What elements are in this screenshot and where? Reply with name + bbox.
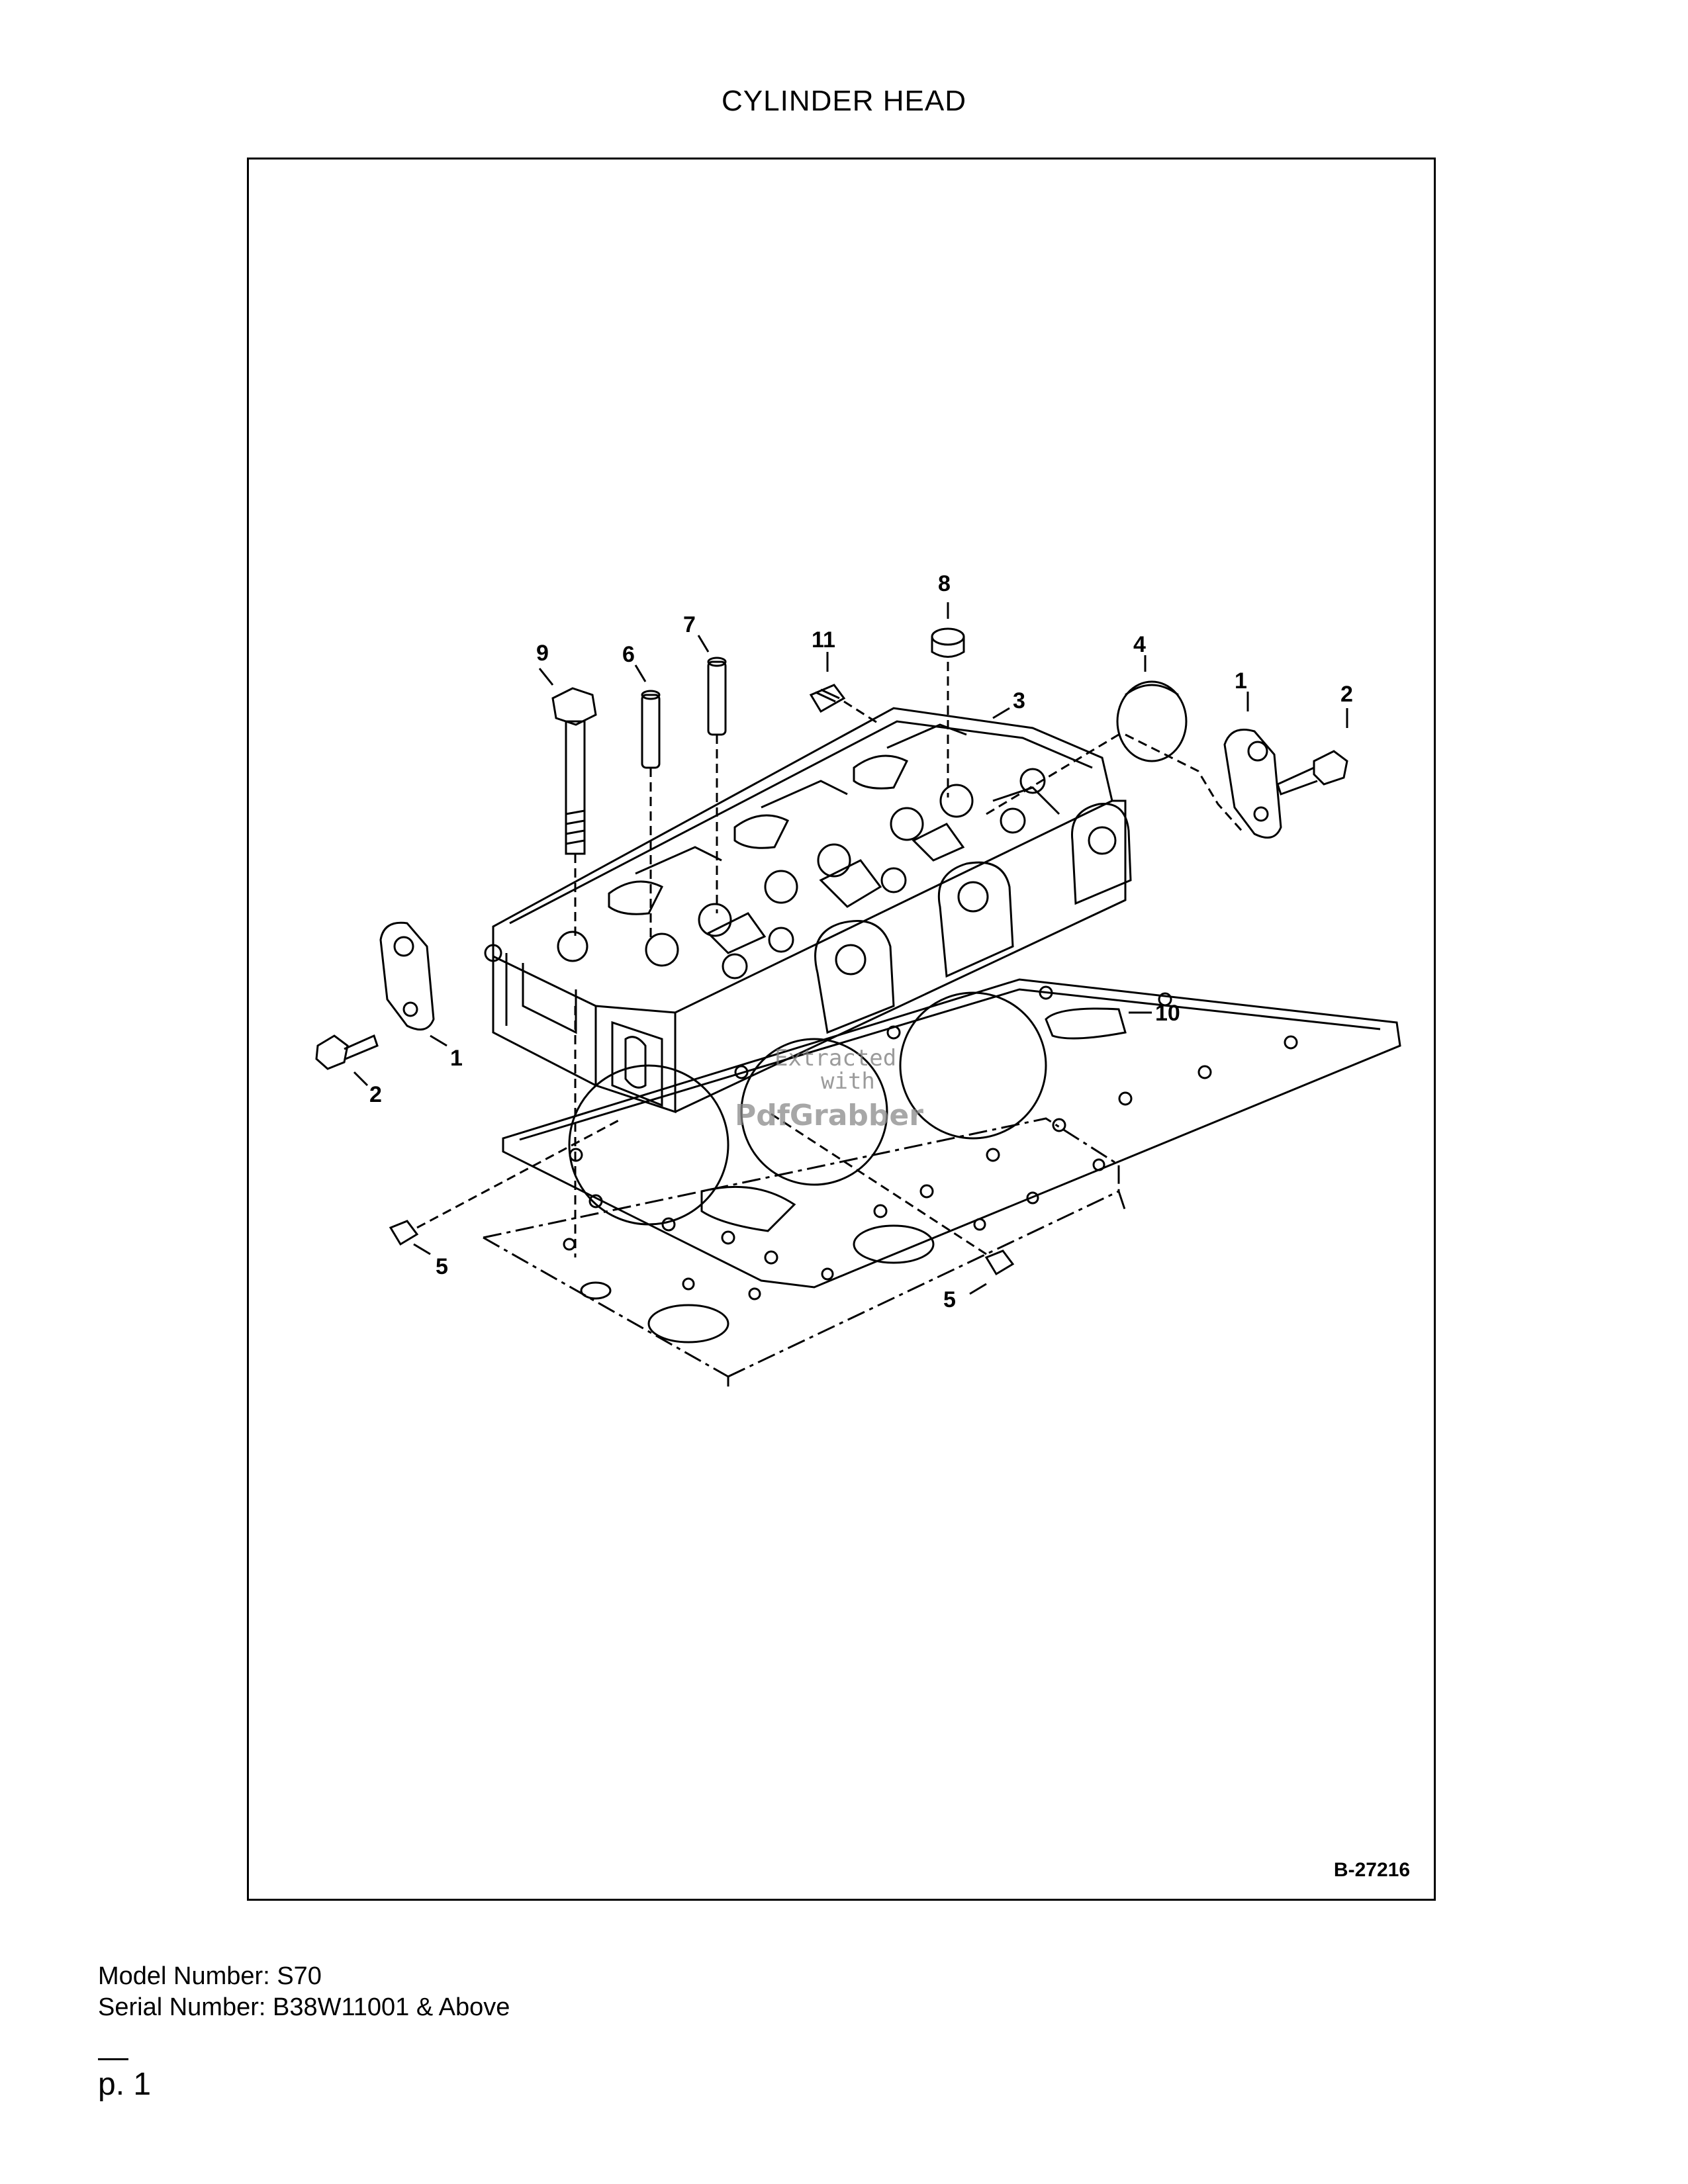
- callout-11: 11: [812, 627, 835, 653]
- watermark-line-3: PdfGrabber: [735, 1099, 923, 1132]
- figure-code: B-27216: [1333, 1859, 1410, 1881]
- callout-7: 7: [683, 612, 696, 637]
- callout-1-right: 1: [1235, 668, 1247, 694]
- callout-labels: 1 1 2 2 3 4 5 5 6 7 8 9 10 11: [369, 571, 1353, 1312]
- watermark: Extracted with PdfGrabber: [735, 1045, 923, 1132]
- callout-1-left: 1: [450, 1046, 463, 1071]
- callout-4: 4: [1133, 632, 1146, 657]
- callout-2-left: 2: [369, 1082, 382, 1107]
- callout-6: 6: [622, 642, 635, 667]
- page-title: CYLINDER HEAD: [722, 85, 966, 117]
- set-screw: [811, 685, 880, 725]
- bolt-left: [316, 1036, 377, 1069]
- bolt-right: [1278, 751, 1347, 794]
- model-number: Model Number: S70: [98, 1962, 322, 1990]
- page-number: p. 1: [98, 2067, 152, 2102]
- callout-10: 10: [1155, 1001, 1180, 1026]
- watermark-line-2: with: [821, 1068, 875, 1095]
- serial-number: Serial Number: B38W11001 & Above: [98, 1993, 510, 2021]
- valve-guide: [642, 658, 726, 940]
- callout-3: 3: [1013, 688, 1025, 713]
- plug-left: [391, 1118, 622, 1244]
- valve-stem-seal: [932, 629, 964, 797]
- callout-8: 8: [938, 571, 951, 596]
- head-gasket: [503, 979, 1400, 1287]
- callout-5-right: 5: [943, 1287, 956, 1312]
- plug-right: [768, 1112, 1013, 1274]
- blanking-plate: [381, 730, 1281, 1030]
- page-divider: [98, 2058, 128, 2060]
- cap-plug: [1117, 682, 1186, 761]
- callout-2-right: 2: [1340, 682, 1353, 707]
- head-bolt: [553, 688, 596, 940]
- watermark-line-1: Extracted: [774, 1045, 896, 1071]
- callout-9: 9: [536, 641, 549, 666]
- block-deck: [564, 1160, 1104, 1342]
- cylinder-head: [485, 708, 1131, 1112]
- engine-block-outline: [483, 1118, 1125, 1387]
- callout-5-left: 5: [436, 1254, 448, 1279]
- diagram-frame: B-27216: [247, 158, 1436, 1901]
